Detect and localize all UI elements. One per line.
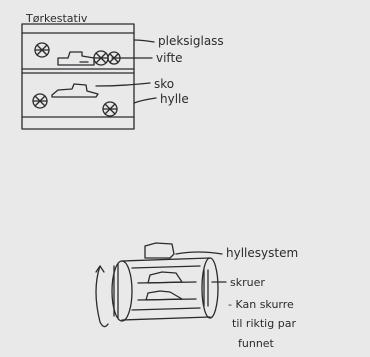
- shoe-icon: [145, 243, 174, 258]
- drum-left-end: [112, 261, 132, 321]
- shoe-icon: [52, 84, 98, 97]
- label-vifte: vifte: [156, 51, 183, 65]
- note-line-2: til riktig par: [232, 317, 296, 330]
- fan-icon: [33, 94, 47, 108]
- leader-hyllesystem: [176, 252, 222, 254]
- drawing-title: Tørkestativ: [25, 12, 88, 25]
- note-line-1: - Kan skurre: [228, 298, 294, 311]
- rack-outer-frame: [22, 24, 134, 129]
- rotation-arrow-icon: [96, 266, 108, 327]
- label-skruer: skruer: [230, 276, 265, 289]
- leader-pleksiglass: [134, 40, 154, 42]
- label-hyllesystem: hyllesystem: [226, 246, 298, 260]
- label-hylle: hylle: [160, 92, 189, 106]
- leader-hylle: [134, 98, 156, 103]
- shoe-icon: [148, 272, 182, 283]
- label-sko: sko: [154, 77, 174, 91]
- fan-icon: [35, 43, 49, 57]
- note-line-3: funnet: [238, 337, 275, 350]
- shoe-icon: [58, 52, 94, 65]
- shoe-icon: [146, 291, 182, 300]
- label-pleksiglass: pleksiglass: [158, 34, 224, 48]
- fan-icon: [94, 51, 108, 65]
- fan-icon: [103, 102, 117, 116]
- leader-sko: [96, 83, 150, 86]
